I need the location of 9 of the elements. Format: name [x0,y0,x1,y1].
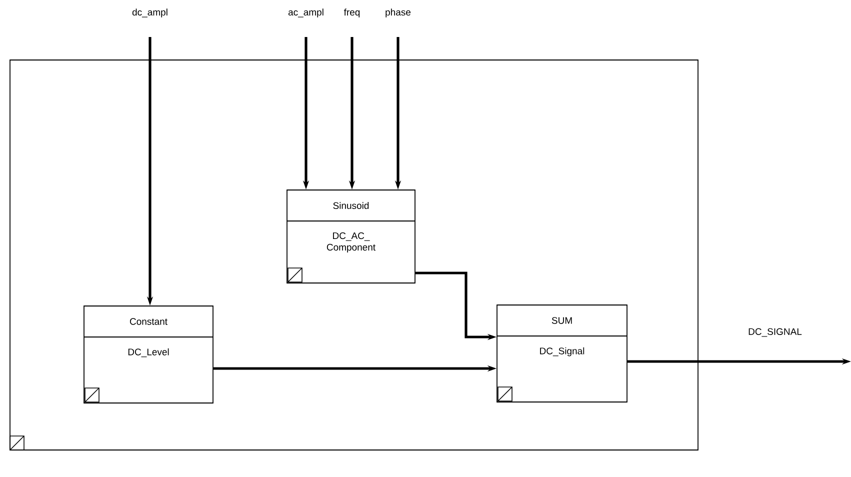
block-box: Constant DC_Level [84,306,214,404]
block-box: SUM DC_Signal [496,304,628,402]
block-box: Sinusoid DC_AC_ Component [286,190,416,284]
edge-label: DC_SIGNAL [748,328,802,337]
input-label: freq [344,8,360,18]
input-label: dc_ampl [132,8,168,18]
input-label: phase [386,8,411,18]
input-label: ac_ampl [288,8,324,18]
frame-box [10,60,698,450]
